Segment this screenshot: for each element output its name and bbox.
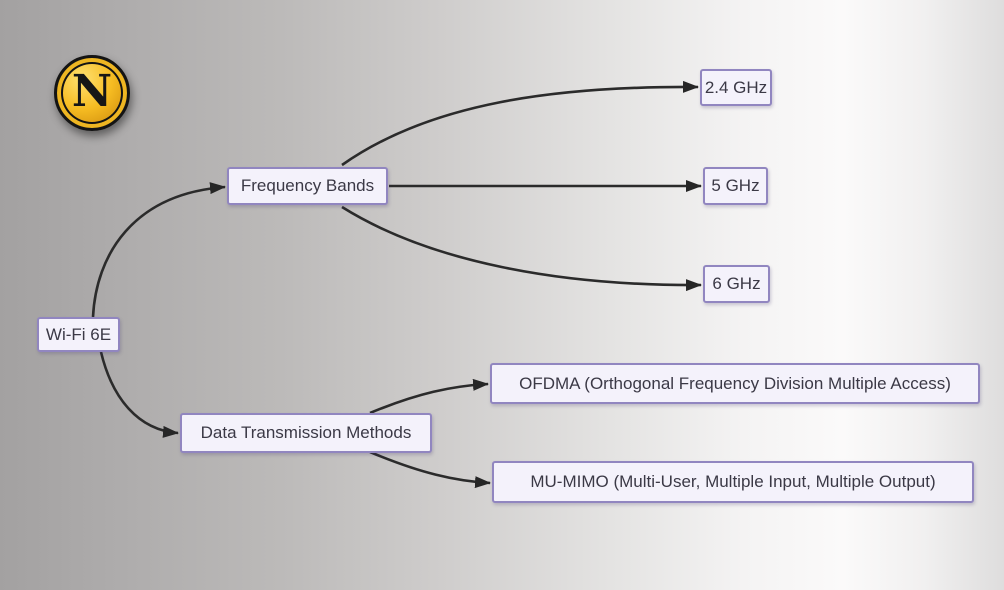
- node-data-transmission-methods[interactable]: Data Transmission Methods: [180, 413, 432, 453]
- node-mu-mimo[interactable]: MU-MIMO (Multi-User, Multiple Input, Mul…: [492, 461, 974, 503]
- connector-data-transmission-to-ofdma: [369, 378, 489, 415]
- node-frequency-bands[interactable]: Frequency Bands: [227, 167, 388, 205]
- connector-frequency-bands-to-2-4ghz: [341, 80, 699, 167]
- connector-frequency-bands-to-6ghz: [341, 205, 702, 292]
- connector-root-to-frequency-bands: [91, 182, 226, 318]
- node-6-ghz[interactable]: 6 GHz: [703, 265, 770, 303]
- connector-root-to-data-transmission: [99, 351, 179, 438]
- node-wifi-6e[interactable]: Wi-Fi 6E: [37, 317, 120, 352]
- node-ofdma[interactable]: OFDMA (Orthogonal Frequency Division Mul…: [490, 363, 980, 404]
- connector-data-transmission-to-mumimo: [369, 450, 491, 489]
- gold-coin-logo: N: [54, 55, 130, 131]
- logo-letter-n: N: [71, 66, 113, 117]
- node-2-4-ghz[interactable]: 2.4 GHz: [700, 69, 772, 106]
- node-5-ghz[interactable]: 5 GHz: [703, 167, 768, 205]
